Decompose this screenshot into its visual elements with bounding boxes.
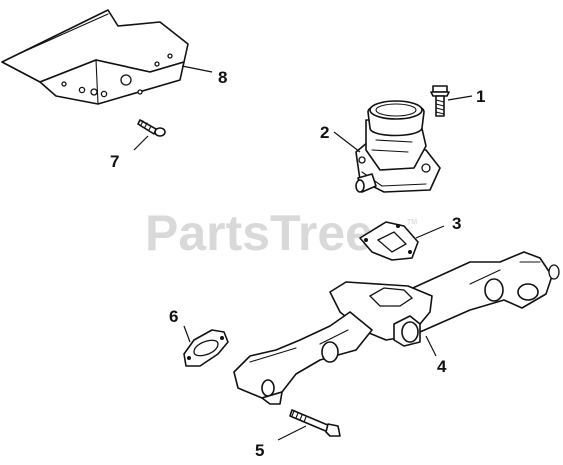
part-8-bracket[interactable] xyxy=(1,9,189,105)
callout-7[interactable]: 7 xyxy=(110,152,119,171)
leader-line-4 xyxy=(425,335,437,357)
callout-8[interactable]: 8 xyxy=(218,68,227,87)
leader-line-1 xyxy=(447,95,473,101)
watermark-text: PartsTree xyxy=(145,205,373,261)
leader-line-2 xyxy=(333,131,361,153)
callout-3[interactable]: 3 xyxy=(452,214,461,233)
watermark-trademark: TM xyxy=(407,219,417,226)
callout-1[interactable]: 1 xyxy=(476,87,485,106)
part-2-intake-elbow[interactable] xyxy=(355,100,441,193)
part-4-intake-manifold[interactable] xyxy=(233,251,560,405)
leader-line-6 xyxy=(183,325,191,343)
leader-line-5 xyxy=(277,425,307,441)
callout-2[interactable]: 2 xyxy=(320,123,329,142)
leader-line-3 xyxy=(415,225,445,239)
part-5-bolt[interactable] xyxy=(289,409,341,437)
leader-line-8 xyxy=(181,65,213,73)
part-6-gasket[interactable] xyxy=(183,329,229,367)
part-3-gasket[interactable] xyxy=(359,221,419,261)
callout-4[interactable]: 4 xyxy=(437,357,447,376)
callout-5[interactable]: 5 xyxy=(255,441,264,460)
part-7-screw[interactable] xyxy=(137,119,166,137)
callout-6[interactable]: 6 xyxy=(169,307,178,326)
leader-line-7 xyxy=(133,135,149,151)
part-1-bolt[interactable] xyxy=(430,85,450,117)
